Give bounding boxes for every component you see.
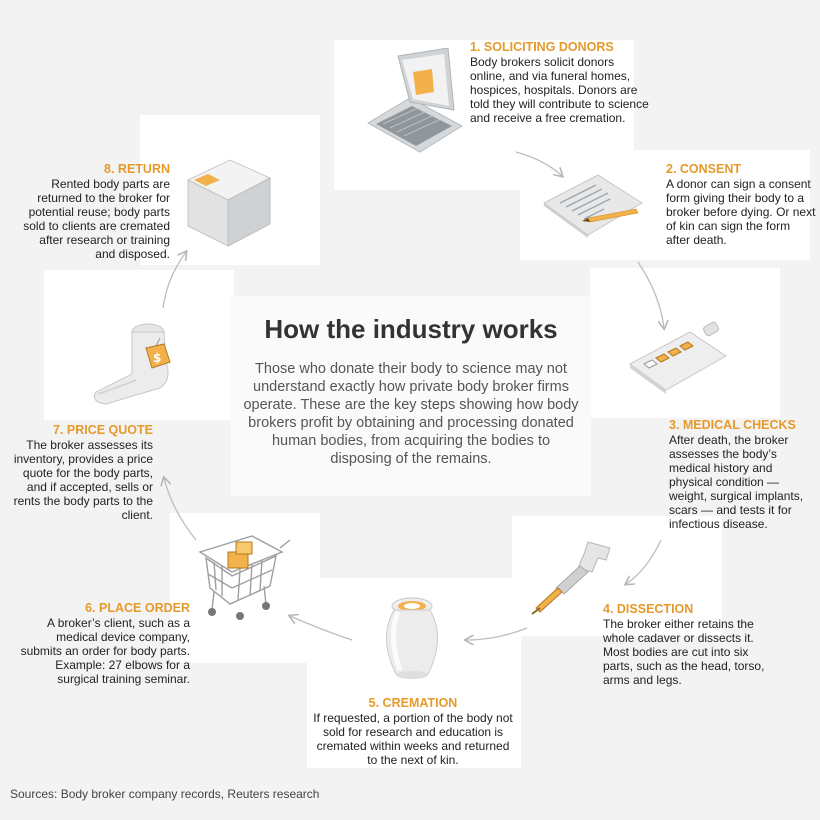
step-1-heading: 1. SOLICITING DONORS — [470, 40, 614, 54]
arrow-7-to-8 — [162, 252, 186, 309]
step-1: 1. SOLICITING DONORS Body brokers solici… — [470, 40, 650, 125]
arrow-3-to-4 — [626, 539, 662, 584]
step-7-heading: 7. PRICE QUOTE — [52, 423, 153, 437]
consent-form-icon — [543, 174, 643, 238]
step-6: 6. PLACE ORDER A broker’s client, such a… — [20, 601, 190, 686]
urn-icon — [385, 597, 439, 679]
svg-text:$: $ — [153, 351, 161, 365]
clipboard-icon — [629, 321, 727, 394]
center-panel — [231, 296, 591, 496]
step-8: 8. RETURN Rented body parts are returned… — [20, 162, 170, 261]
laptop-icon — [366, 48, 463, 153]
step-3-text: After death, the broker assesses the bod… — [669, 433, 804, 531]
arrow-1-to-2 — [515, 151, 562, 176]
page-title: How the industry works — [264, 314, 558, 344]
step-5: 5. CREMATION If requested, a portion of … — [310, 696, 516, 767]
step-2-heading: 2. CONSENT — [666, 162, 742, 176]
step-7: 7. PRICE QUOTE The broker assesses its i… — [10, 423, 153, 522]
intro-text: Those who donate their body to science m… — [243, 361, 579, 467]
shopping-cart-icon — [198, 535, 291, 620]
step-4-text: The broker either retains the whole cada… — [603, 617, 765, 687]
step-8-text: Rented body parts are returned to the br… — [23, 177, 170, 261]
source-note: Sources: Body broker company records, Re… — [10, 787, 320, 801]
step-7-text: The broker assesses its inventory, provi… — [13, 438, 153, 522]
arrow-2-to-3 — [637, 261, 664, 328]
arrow-6-to-7 — [164, 478, 197, 541]
step-2: 2. CONSENT A donor can sign a consent fo… — [666, 162, 816, 247]
foot-price-tag-icon: $ — [93, 323, 171, 405]
step-6-heading: 6. PLACE ORDER — [85, 601, 190, 615]
step-5-heading: 5. CREMATION — [368, 696, 458, 710]
step-6-text: A broker’s client, such as a medical dev… — [20, 616, 190, 686]
step-4-heading: 4. DISSECTION — [603, 602, 694, 616]
step-5-text: If requested, a portion of the body not … — [313, 711, 513, 767]
step-8-heading: 8. RETURN — [104, 162, 170, 176]
step-1-text: Body brokers solicit donors online, and … — [470, 55, 649, 125]
step-2-text: A donor can sign a consent form giving t… — [666, 177, 816, 247]
step-3-heading: 3. MEDICAL CHECKS — [669, 418, 796, 432]
arrow-4-to-5 — [466, 627, 528, 640]
step-4-panel — [512, 516, 722, 636]
saw-icon — [531, 541, 611, 615]
step-4: 4. DISSECTION The broker either retains … — [603, 602, 778, 687]
step-3: 3. MEDICAL CHECKS After death, the broke… — [669, 418, 814, 531]
arrow-5-to-6 — [290, 616, 353, 641]
box-icon — [186, 159, 272, 247]
